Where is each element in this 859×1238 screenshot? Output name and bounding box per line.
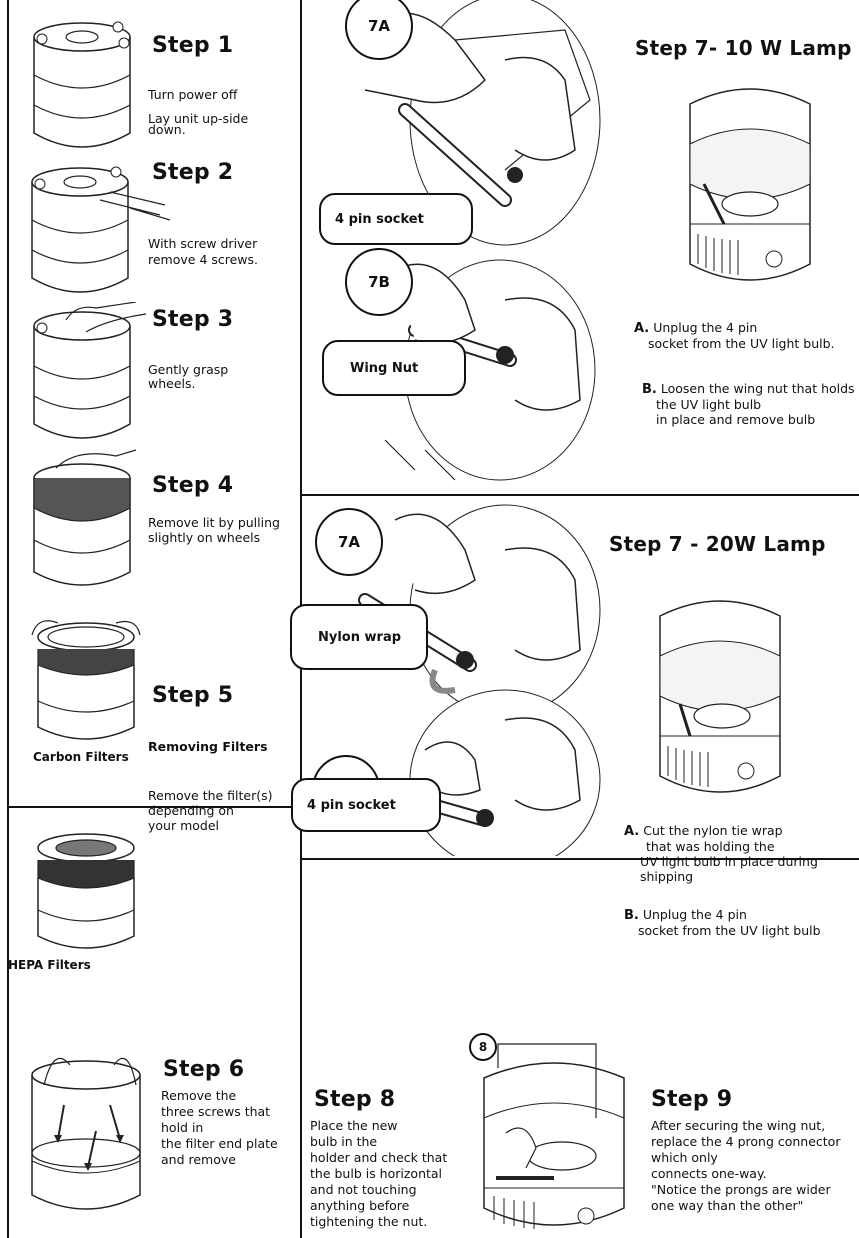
step8-text-7: tightening the nut. xyxy=(310,1214,428,1229)
hepa-filter-illustration xyxy=(37,833,135,949)
step2-title: Step 2 xyxy=(152,160,234,185)
note-a-letter: A. xyxy=(624,824,640,839)
step6-title: Step 6 xyxy=(163,1057,245,1082)
lamp10-title: Step 7- 10 W Lamp xyxy=(635,36,852,60)
note-b-line3: in place and remove bulb xyxy=(656,412,816,427)
step2-text-1: With screw driver xyxy=(148,236,258,251)
step8-text-5: and not touching xyxy=(310,1182,417,1197)
divider-10w-20w xyxy=(300,494,859,496)
step8-text-6: anything before xyxy=(310,1198,410,1213)
badge-7a-10w: 7A xyxy=(345,0,413,60)
step5-title: Step 5 xyxy=(152,683,234,708)
callout-nylon-wrap-20w: Nylon wrap xyxy=(290,604,428,670)
step9-text-5: "Notice the prongs are wider xyxy=(651,1182,831,1197)
lamp-housing-illustration-10w xyxy=(689,88,811,281)
purifier-illustration-step3 xyxy=(33,302,147,439)
step5-text-2: depending on xyxy=(148,803,234,818)
step8-text-4: the bulb is horizontal xyxy=(310,1166,443,1181)
step8-text-1: Place the new xyxy=(310,1118,398,1133)
note-a-line1: Cut the nylon tie wrap xyxy=(643,823,783,838)
step6-text-3: hold in xyxy=(161,1120,204,1135)
step1-text-1: Turn power off xyxy=(148,87,238,102)
note-a-line3: UV light bulb in place during xyxy=(640,854,818,869)
step9-text-1: After securing the wing nut, xyxy=(651,1118,826,1133)
step6-text-5: and remove xyxy=(161,1152,236,1167)
step3-text-2: wheels. xyxy=(148,376,196,391)
divider-20w-step8 xyxy=(300,858,859,860)
badge-8: 8 xyxy=(469,1033,497,1061)
note-a-line2: that was holding the xyxy=(646,839,775,854)
note-b-line1: Loosen the wing nut that holds xyxy=(660,381,855,396)
lamp20-note-b: B. Unplug the 4 pin socket from the UV l… xyxy=(624,907,821,938)
step8-text-2: bulb in the xyxy=(310,1134,378,1149)
callout-wing-nut-10w: Wing Nut xyxy=(322,340,466,396)
hand-unplug-illustration-20w xyxy=(358,504,601,856)
left-border xyxy=(7,0,9,1238)
step3-title: Step 3 xyxy=(152,307,234,332)
step1-text-3: down. xyxy=(148,122,186,137)
filter-end-plate-illustration xyxy=(31,1057,141,1210)
lamp20-note-a: A. Cut the nylon tie wrap that was holdi… xyxy=(624,823,818,884)
step6-text-4: the filter end plate xyxy=(161,1136,278,1151)
lamp-housing-illustration-20w xyxy=(659,600,781,793)
lamp10-note-b: B. Loosen the wing nut that holds the UV… xyxy=(642,381,855,427)
carbon-filters-caption: Carbon Filters xyxy=(33,750,129,764)
hand-unplug-illustration-10w xyxy=(364,0,601,481)
step3-text-1: Gently grasp xyxy=(148,362,229,377)
step1-text-2: Lay unit up-side xyxy=(148,111,249,126)
note-b-line1: Unplug the 4 pin xyxy=(642,907,747,922)
hepa-filters-caption: HEPA Filters xyxy=(8,958,91,972)
step9-text-3: which only xyxy=(651,1150,718,1165)
step2-text-2: remove 4 screws. xyxy=(148,252,259,267)
step5-text-1: Remove the filter(s) xyxy=(148,788,273,803)
step9-text-4: connects one-way. xyxy=(651,1166,767,1181)
step5-subtitle: Removing Filters xyxy=(148,739,268,754)
step4-title: Step 4 xyxy=(152,473,234,498)
step9-text-6: one way than the other" xyxy=(651,1198,804,1213)
left-divider-step6 xyxy=(7,806,300,808)
note-a-letter: A. xyxy=(634,321,650,336)
lamp10-note-a: A. Unplug the 4 pin socket from the UV l… xyxy=(634,320,835,351)
lamp20-title: Step 7 - 20W Lamp xyxy=(609,532,826,556)
note-b-letter: B. xyxy=(642,382,657,397)
step1-title: Step 1 xyxy=(152,33,234,58)
step8-text-3: holder and check that xyxy=(310,1150,448,1165)
callout-4-pin-socket-20w: 4 pin socket xyxy=(291,778,441,832)
bulb-install-illustration xyxy=(483,1043,625,1229)
step6-text-1: Remove the xyxy=(161,1088,237,1103)
note-b-line2: socket from the UV light bulb xyxy=(638,923,821,938)
step4-text-1: Remove lit by pulling xyxy=(148,515,280,530)
step9-text-2: replace the 4 prong connector xyxy=(651,1134,841,1149)
step5-text-3: your model xyxy=(148,818,220,833)
step8-title: Step 8 xyxy=(314,1087,396,1112)
note-a-line1: Unplug the 4 pin xyxy=(653,320,758,335)
purifier-illustration-step2 xyxy=(31,166,170,293)
badge-7a-20w: 7A xyxy=(315,508,383,576)
callout-4-pin-socket-10w: 4 pin socket xyxy=(319,193,473,245)
step9-title: Step 9 xyxy=(651,1087,733,1112)
step4-text-2: slightly on wheels xyxy=(148,530,261,545)
note-a-line2: socket from the UV light bulb. xyxy=(648,336,835,351)
step6-text-2: three screws that xyxy=(161,1104,271,1119)
purifier-illustration-step1 xyxy=(33,21,131,148)
purifier-illustration-step4 xyxy=(33,449,137,586)
carbon-filter-illustration xyxy=(31,620,141,740)
note-b-letter: B. xyxy=(624,908,639,923)
badge-7b-10w: 7B xyxy=(345,248,413,316)
note-b-line2: the UV light bulb xyxy=(656,397,762,412)
note-a-line4: shipping xyxy=(640,869,694,884)
